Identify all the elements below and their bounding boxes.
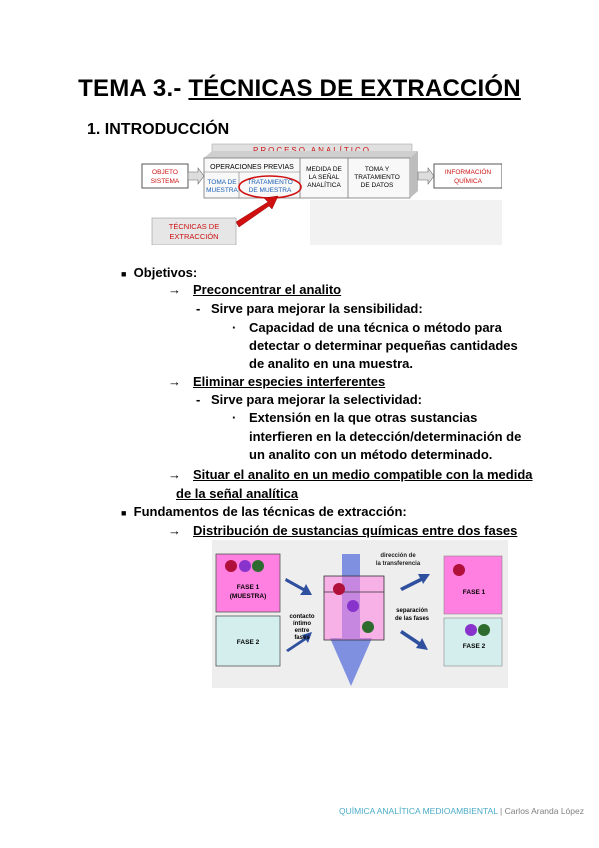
- contacto-line-2: íntimo: [293, 621, 311, 627]
- red-arrow-icon: [235, 195, 279, 228]
- contacto-line-4: fases: [294, 635, 310, 641]
- contacto-line-1: contacto: [289, 614, 314, 620]
- dash-marker: -: [196, 301, 201, 316]
- tecnicas-box: [151, 217, 237, 245]
- purple-molecule: [465, 624, 477, 636]
- trat-label-1: TRATAMIENTO: [247, 179, 293, 186]
- objeto-label-2: SISTEMA: [151, 178, 180, 185]
- objective-2-def-line-3: un analito con un método determinado.: [249, 447, 493, 462]
- separacion-line-1: separación: [396, 608, 428, 614]
- objective-2-def-line-2: interfieren en la detección/determinació…: [249, 429, 522, 444]
- dot-marker: ·: [232, 320, 237, 335]
- purple-molecule: [239, 560, 251, 572]
- objective-2-def-line-1: Extensión en la que otras sustancias: [249, 410, 478, 425]
- toma-label-1: TOMA DE: [207, 179, 237, 186]
- objective-1-detail: Sirve para mejorar la sensibilidad:: [211, 301, 423, 316]
- process-side-face: [410, 151, 418, 198]
- page-title: TEMA 3.- TÉCNICAS DE EXTRACCIÓN: [0, 75, 599, 103]
- objective-1-def-line-1: Capacidad de una técnica o método para: [249, 320, 502, 335]
- tecnicas-label-2: EXTRACCIÓN: [169, 232, 218, 241]
- tecnicas-label-1: TÉCNICAS DE: [169, 222, 219, 231]
- title-main: TÉCNICAS DE EXTRACCIÓN: [188, 75, 521, 102]
- separacion-line-2: de las fases: [395, 616, 430, 622]
- green-molecule: [252, 560, 264, 572]
- bullet-icon: ■: [121, 508, 127, 518]
- direccion-line-1: dirección de: [380, 553, 416, 559]
- arrow-icon: →: [168, 374, 181, 389]
- datos-label-1: TOMA Y: [365, 166, 390, 173]
- arrow-icon: →: [168, 282, 181, 297]
- info-box: [433, 163, 502, 189]
- fase1-result-label: FASE 1: [463, 589, 486, 596]
- diagram-background: [310, 200, 502, 245]
- section-heading: 1. INTRODUCCIÓN: [87, 121, 230, 138]
- arrow-icon: →: [168, 523, 181, 538]
- arrow-right-down-icon: [400, 630, 428, 650]
- fase2-label: FASE 2: [237, 639, 260, 646]
- toma-label-2: MUESTRA: [206, 187, 238, 194]
- medida-label-3: ANALÍTICA: [307, 180, 341, 189]
- objective-2-detail: Sirve para mejorar la selectividad:: [211, 392, 422, 407]
- arrow-right-up-icon: [400, 574, 430, 591]
- direccion-line-2: la transferencia: [376, 561, 421, 567]
- red-molecule: [225, 560, 237, 572]
- info-label-2: QUÍMICA: [454, 176, 482, 185]
- trat-label-2: DE MUESTRA: [249, 187, 292, 194]
- fase1-result-box: [443, 555, 503, 615]
- fase1-label: FASE 1: [237, 584, 260, 591]
- process-header-text: PROCESO ANALÍTICO: [253, 146, 371, 155]
- objective-3-line-2: de la señal analítica: [176, 486, 299, 501]
- phase-distribution-diagram: FASE 1 (MUESTRA) FASE 2 contacto íntimo …: [212, 540, 508, 688]
- fase2-box: [215, 615, 281, 667]
- objeto-label-1: OBJETO: [152, 169, 178, 176]
- fase1-sublabel: (MUESTRA): [230, 593, 266, 600]
- footer-course: QUÍMICA ANALÍTICA MEDIOAMBIENTAL: [338, 806, 498, 816]
- process-box: [203, 157, 411, 199]
- list-item-fundamentos: ■ Fundamentos de las técnicas de extracc…: [121, 504, 407, 519]
- objective-1-def-line-3: de analito en una muestra.: [249, 356, 413, 371]
- dash-marker: -: [196, 392, 201, 407]
- datos-label-3: DE DATOS: [361, 182, 394, 189]
- medida-label-1: MEDIDA DE: [306, 166, 342, 173]
- arrow-out-icon: [417, 167, 435, 185]
- ops-label: OPERACIONES PREVIAS: [210, 164, 294, 171]
- objective-2: Eliminar especies interferentes: [193, 374, 386, 389]
- footer-separator: |: [497, 806, 505, 816]
- datos-label-2: TRATAMIENTO: [354, 174, 400, 181]
- fundamento-1: Distribución de sustancias químicas entr…: [193, 523, 518, 538]
- objective-1: Preconcentrar el analito: [193, 282, 342, 297]
- red-molecule: [333, 583, 345, 595]
- green-molecule: [362, 621, 374, 633]
- title-prefix: TEMA 3.-: [78, 75, 189, 102]
- bullet-icon: ■: [121, 269, 127, 279]
- purple-molecule: [347, 600, 359, 612]
- list-item-objetivos: ■ Objetivos:: [121, 265, 198, 280]
- info-label-1: INFORMACIÓN: [445, 167, 492, 176]
- dot-marker: ·: [232, 410, 237, 425]
- footer-author: Carlos Aranda López: [504, 806, 584, 816]
- contacto-line-3: entre: [295, 628, 310, 634]
- fase2-result-label: FASE 2: [463, 643, 486, 650]
- process-top-face: [204, 151, 418, 158]
- arrow-icon: →: [168, 467, 181, 482]
- arrow-right-up-icon: [286, 632, 312, 652]
- green-molecule: [478, 624, 490, 636]
- objective-1-def-line-2: detectar o determinar pequeñas cantidade…: [249, 338, 518, 353]
- red-molecule: [453, 564, 465, 576]
- medida-label-2: LA SEÑAL: [309, 172, 340, 181]
- arrow-in-icon: [187, 167, 205, 185]
- objective-3-line-1: Situar el analito en un medio compatible…: [193, 467, 533, 482]
- arrow-right-down-icon: [285, 578, 312, 595]
- analytic-process-diagram: PROCESO ANALÍTICO OPERACIONES PREVIAS TO…: [141, 143, 502, 245]
- page-footer: QUÍMICA ANALÍTICA MEDIOAMBIENTAL | Carlo…: [0, 806, 584, 816]
